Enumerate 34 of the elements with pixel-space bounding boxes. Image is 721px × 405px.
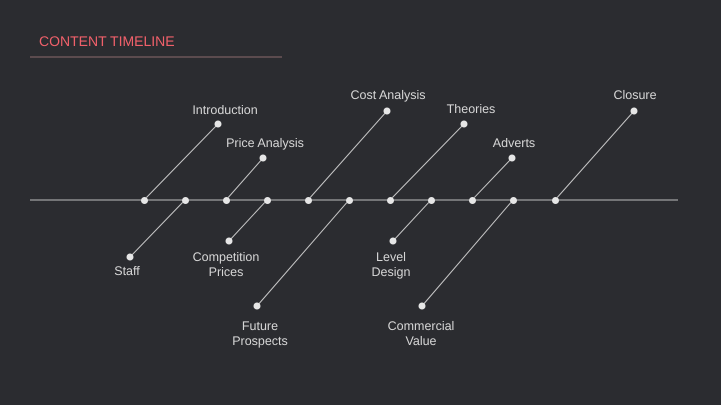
leader-line	[556, 108, 638, 198]
leader-line	[146, 120, 222, 198]
timeline-dot	[386, 196, 394, 204]
timeline-dot	[428, 196, 434, 204]
timeline-dot	[510, 196, 516, 204]
timeline-dot	[140, 196, 148, 204]
timeline-dot	[182, 196, 188, 204]
leader-line	[392, 120, 468, 198]
leader-line	[310, 108, 390, 198]
timeline-dot	[304, 196, 312, 204]
milestone-label: Future Prospects	[220, 319, 300, 349]
timeline-dot	[468, 196, 476, 204]
timeline-dot	[552, 196, 558, 204]
timeline-dot	[222, 196, 230, 204]
milestone-label: Commercial Value	[376, 319, 466, 349]
leader-line	[126, 202, 184, 260]
milestone-label: Closure	[595, 88, 675, 103]
milestone-label: Adverts	[474, 136, 554, 151]
milestone-label: Price Analysis	[210, 136, 320, 151]
leader-line	[418, 202, 512, 310]
timeline-dot	[264, 196, 270, 204]
milestone-label: Theories	[431, 102, 511, 117]
milestone-label: Introduction	[170, 103, 280, 118]
milestone-label: Competition Prices	[181, 250, 271, 280]
milestone-label: Cost Analysis	[333, 88, 443, 103]
milestone-label: Level Design	[361, 250, 421, 280]
leader-line	[390, 202, 430, 244]
leader-line	[474, 154, 516, 198]
timeline-dot	[346, 196, 352, 204]
milestone-label: Staff	[97, 264, 157, 279]
leader-line	[226, 202, 266, 244]
title: CONTENT TIMELINE	[39, 33, 175, 49]
leader-line	[228, 154, 266, 198]
leader-line	[254, 202, 348, 310]
